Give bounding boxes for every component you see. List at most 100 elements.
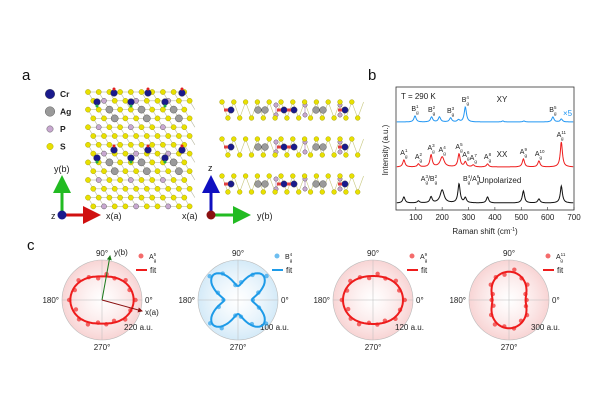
- atom-s: [186, 133, 193, 139]
- mode-label-part: 5: [554, 105, 557, 110]
- atom-s: [219, 173, 225, 179]
- atom-s: [127, 106, 134, 113]
- mode-label-part: 2: [433, 105, 436, 110]
- atom-s: [254, 136, 261, 142]
- spectrum-xx: [396, 141, 574, 168]
- x-axis-label: x(a): [106, 211, 122, 221]
- atom-s: [243, 173, 249, 179]
- mode-label-part: B: [447, 108, 452, 115]
- mode-label-part: 11: [561, 252, 566, 257]
- legend-data-marker: [409, 253, 415, 259]
- atom-s: [176, 185, 182, 192]
- displacement-arrow: [129, 160, 133, 164]
- fit-curve: [69, 275, 135, 325]
- atom-ag: [45, 106, 56, 117]
- atom-s: [154, 203, 161, 210]
- atom-s: [85, 159, 91, 166]
- mode-label-sub: g: [460, 148, 463, 153]
- angle-label: 180°: [313, 296, 330, 305]
- atom-s: [231, 99, 237, 105]
- mode-label-sub: g: [467, 156, 470, 161]
- atom-s: [343, 115, 349, 121]
- data-point: [375, 271, 380, 276]
- data-point: [345, 306, 351, 312]
- x-tick-label: 100: [409, 213, 423, 222]
- plot-frame: [395, 86, 575, 211]
- atom-s: [127, 141, 134, 148]
- atom-p: [337, 112, 343, 118]
- atom-s: [90, 185, 97, 192]
- atom-ag: [175, 167, 183, 175]
- atom-s: [278, 99, 284, 105]
- bond: [327, 138, 335, 156]
- legend-fit-label: fit: [557, 266, 564, 275]
- bond: [327, 175, 335, 193]
- atom-ag: [142, 114, 151, 123]
- mode-label-sub: g: [524, 153, 527, 158]
- atom-s: [90, 150, 97, 157]
- series-label-xy: XY: [497, 95, 508, 104]
- mode-label-part: A: [455, 144, 460, 151]
- atom-s: [355, 189, 361, 195]
- atom-s: [260, 189, 266, 195]
- bond: [245, 175, 252, 193]
- atom-s: [85, 124, 91, 130]
- legend-label-ag: Ag: [60, 107, 71, 117]
- mode-label-part: A: [470, 155, 475, 162]
- atom-cr: [110, 89, 118, 97]
- mode-label-part: 1: [405, 148, 408, 153]
- mode-label-part: A: [556, 254, 561, 261]
- mode-label-sub: g: [477, 180, 480, 185]
- mode-label-part: 7: [474, 153, 477, 158]
- atom-s: [138, 141, 145, 148]
- atom-s: [302, 99, 308, 105]
- mode-label-part: 4: [466, 95, 469, 100]
- bond: [233, 138, 240, 156]
- atom-s: [106, 141, 113, 148]
- atom-s: [176, 133, 182, 139]
- atom-s: [122, 133, 129, 139]
- atom-s: [160, 89, 166, 95]
- panel-label-c: c: [27, 237, 35, 254]
- atom-s: [237, 189, 243, 195]
- mode-label-part: A: [427, 145, 432, 152]
- mode-label-part: 4: [290, 252, 293, 257]
- atom-s: [106, 194, 113, 201]
- spectrum-xy: [396, 105, 574, 123]
- displacement-arrow: [224, 108, 228, 112]
- atom-ag: [261, 143, 269, 151]
- atom-s: [337, 136, 343, 142]
- atom-s: [337, 173, 343, 179]
- atom-s: [319, 152, 325, 158]
- mode-label-part: 8: [489, 152, 492, 157]
- legend-label-s: S: [60, 142, 66, 152]
- atom-s: [149, 194, 155, 201]
- atom-ag: [169, 158, 178, 167]
- atom-ag: [254, 143, 262, 151]
- atom-s: [284, 189, 290, 195]
- atom-s: [331, 152, 337, 158]
- displacement-arrow: [163, 104, 167, 108]
- atom-s: [111, 98, 118, 104]
- bond: [245, 138, 252, 156]
- bond: [239, 175, 246, 193]
- atom-ag: [254, 180, 262, 188]
- atom-s: [138, 194, 145, 201]
- atom-s: [95, 89, 102, 95]
- atom-s: [106, 177, 113, 183]
- atom-cr: [280, 106, 288, 114]
- atom-s: [122, 185, 129, 192]
- atom-s: [284, 152, 290, 158]
- atom-s: [181, 194, 188, 201]
